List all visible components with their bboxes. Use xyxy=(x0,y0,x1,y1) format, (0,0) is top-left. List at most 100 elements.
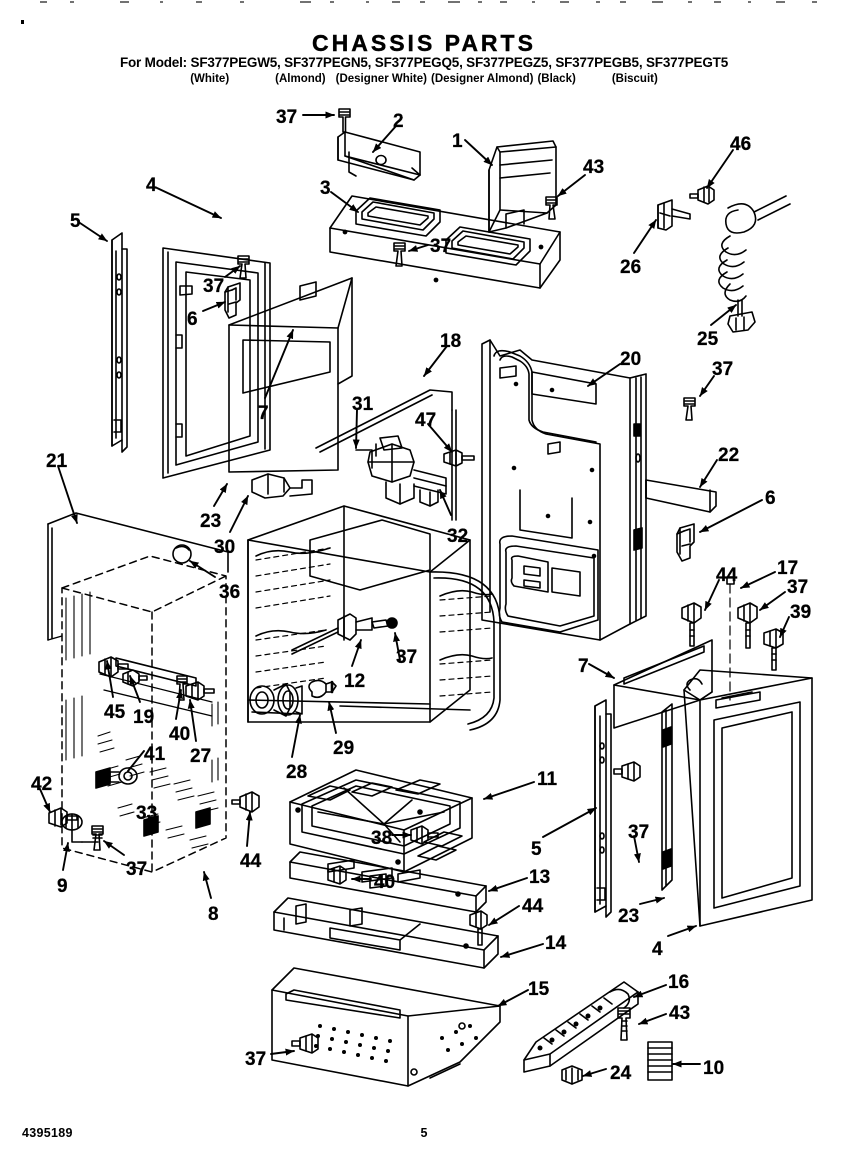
part-26-strain-bracket xyxy=(657,199,691,231)
callout-1: 1 xyxy=(452,131,463,152)
bolt-47 xyxy=(443,449,475,467)
footer-part-number: 4395189 xyxy=(22,1126,73,1140)
part-21-wrapper-insulation xyxy=(47,512,229,641)
screw-37-side-panel xyxy=(237,255,250,279)
screw-37-bottom-panel xyxy=(291,1033,319,1054)
callout-41: 41 xyxy=(144,744,166,765)
leader-14 xyxy=(500,943,544,958)
leader-13 xyxy=(488,877,528,892)
leader-37i xyxy=(270,1048,295,1056)
leader-44b xyxy=(245,811,253,847)
bolt-27 xyxy=(185,681,215,701)
color-designer-almond: (Designer Almond) xyxy=(431,73,534,85)
leader-44c xyxy=(488,905,520,926)
callout-11: 11 xyxy=(537,769,558,790)
part-25-power-cord xyxy=(718,195,791,333)
leader-31 xyxy=(352,409,360,449)
part-5-front-trim-left xyxy=(111,232,128,453)
bolt-44-door xyxy=(681,602,702,647)
callout-9: 9 xyxy=(57,876,68,897)
page-title: CHASSIS PARTS xyxy=(312,30,536,56)
color-biscuit: (Biscuit) xyxy=(611,73,658,85)
leader-5a xyxy=(79,222,108,242)
callout-44: 44 xyxy=(522,896,544,917)
callout-20: 20 xyxy=(620,349,642,370)
leader-17 xyxy=(740,571,776,589)
leader-47 xyxy=(427,423,453,453)
leader-46 xyxy=(706,149,734,189)
callout-16: 16 xyxy=(668,972,690,993)
part-5-front-trim-right xyxy=(594,699,612,918)
color-black: (Black) xyxy=(537,73,576,85)
part-10-spring xyxy=(647,1041,673,1081)
leader-41 xyxy=(127,750,145,772)
leader-4b xyxy=(667,925,697,937)
leader-32 xyxy=(439,489,452,516)
part-13-burner-support xyxy=(289,851,487,913)
leader-28 xyxy=(291,714,302,758)
callout-40: 40 xyxy=(169,724,191,745)
callout-46: 46 xyxy=(730,134,752,155)
callout-37: 37 xyxy=(628,822,650,843)
leader-lines xyxy=(39,111,790,1077)
leader-7b xyxy=(588,663,615,679)
leader-7a xyxy=(264,329,294,399)
callout-37: 37 xyxy=(430,236,452,257)
part-41-grommet xyxy=(109,767,138,785)
leader-9 xyxy=(62,842,70,871)
leader-44a xyxy=(704,579,720,611)
part-9-leveling-leg xyxy=(61,813,99,843)
screw-40-burner-support xyxy=(327,865,347,885)
scan-artifact-line xyxy=(40,1,817,3)
part-22-brace-rod xyxy=(645,479,717,513)
screw-37-leg xyxy=(91,825,104,851)
leader-2 xyxy=(372,125,397,153)
callout-8: 8 xyxy=(208,904,219,925)
leader-3 xyxy=(330,191,359,213)
callout-5: 5 xyxy=(531,839,542,860)
part-6-hinge-receptacle-right xyxy=(676,523,695,562)
leader-37h xyxy=(633,835,641,863)
leader-6b xyxy=(699,499,763,533)
leader-22 xyxy=(699,459,718,488)
leader-37g xyxy=(103,840,125,856)
part-36-plug xyxy=(172,544,192,564)
callout-42: 42 xyxy=(31,774,53,795)
part-29-lamp xyxy=(308,679,337,699)
leader-29 xyxy=(327,701,337,734)
callout-2: 2 xyxy=(393,111,404,132)
part-23-door-liner-right xyxy=(661,703,673,891)
leader-12 xyxy=(351,639,362,667)
color-almond: (Almond) xyxy=(275,73,326,85)
callout-19: 19 xyxy=(133,707,155,728)
callout-4: 4 xyxy=(146,175,157,196)
leader-11 xyxy=(483,781,535,800)
leader-39 xyxy=(779,616,790,638)
callout-37: 37 xyxy=(396,647,418,668)
part-12-igniter xyxy=(291,613,398,655)
callout-45: 45 xyxy=(104,702,126,723)
bolt-19 xyxy=(122,669,148,687)
callout-47: 47 xyxy=(415,410,437,431)
footer-page-number: 5 xyxy=(420,1126,428,1140)
leader-20 xyxy=(587,363,621,387)
callout-25: 25 xyxy=(697,329,719,350)
leader-43b xyxy=(638,1013,667,1025)
callout-15: 15 xyxy=(528,979,550,1000)
screw-37-cooktop xyxy=(393,242,406,267)
leader-37f xyxy=(393,632,401,661)
leader-37b xyxy=(408,244,429,252)
part-1-vent-trim xyxy=(488,140,557,233)
callout-18: 18 xyxy=(440,331,462,352)
callout-10: 10 xyxy=(703,1058,725,1079)
callout-26: 26 xyxy=(620,257,642,278)
callout-6: 6 xyxy=(187,309,198,330)
leader-4a xyxy=(156,187,222,219)
leader-23a xyxy=(213,483,228,507)
part-32-gas-valve xyxy=(367,435,447,507)
callout-37: 37 xyxy=(276,107,298,128)
callout-22: 22 xyxy=(718,445,740,466)
part-18-oven-cavity xyxy=(247,389,501,731)
